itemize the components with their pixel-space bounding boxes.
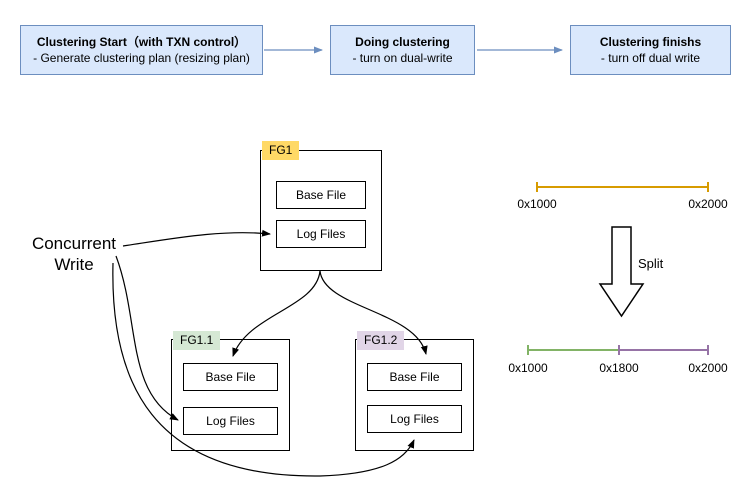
split-label: Split <box>638 256 664 271</box>
arrow-concurrent-to-fg1-1-logfiles <box>115 255 179 421</box>
flow-step-clustering-finishes: Clustering finishs - turn off dual write <box>570 25 731 75</box>
range-bottom-mid-label: 0x1800 <box>599 361 639 375</box>
range-bottom-end-label: 0x2000 <box>688 361 728 375</box>
range-top-start-label: 0x1000 <box>517 197 557 211</box>
fg1-1-log-files: Log Files <box>183 407 278 435</box>
concurrent-write-line2: Write <box>54 255 94 274</box>
flow-step-subtitle: - turn on dual-write <box>352 51 453 65</box>
file-group-fg1-2 <box>355 339 474 451</box>
file-group-tag-fg1-2: FG1.2 <box>357 331 405 350</box>
flow-step-title: Doing clustering <box>355 35 450 49</box>
file-group-tag-fg1-1: FG1.1 <box>173 331 221 350</box>
fg1-2-base-file: Base File <box>367 363 462 391</box>
flow-step-title: Clustering finishs <box>599 35 702 49</box>
flow-step-clustering-start: Clustering Start（with TXN control） - Gen… <box>20 25 263 75</box>
range-top-end-label: 0x2000 <box>688 197 728 211</box>
fg1-base-file: Base File <box>276 181 366 209</box>
concurrent-write-line1: Concurrent <box>31 234 117 253</box>
file-group-tag-fg1: FG1 <box>262 141 300 160</box>
file-group-fg1 <box>260 150 382 271</box>
flow-step-subtitle: - Generate clustering plan (resizing pla… <box>33 51 250 65</box>
split-down-arrow <box>598 226 645 318</box>
arrow-concurrent-to-fg1-logfiles <box>122 229 271 247</box>
fg1-2-log-files: Log Files <box>367 405 462 433</box>
fg1-log-files: Log Files <box>276 220 366 248</box>
flow-step-doing-clustering: Doing clustering - turn on dual-write <box>330 25 475 75</box>
concurrent-write-label: Concurrent Write <box>18 233 130 275</box>
flow-step-subtitle: - turn off dual write <box>600 51 701 65</box>
fg1-1-base-file: Base File <box>183 363 278 391</box>
flow-step-title: Clustering Start（with TXN control） <box>36 35 247 49</box>
range-bottom-start-label: 0x1000 <box>508 361 548 375</box>
